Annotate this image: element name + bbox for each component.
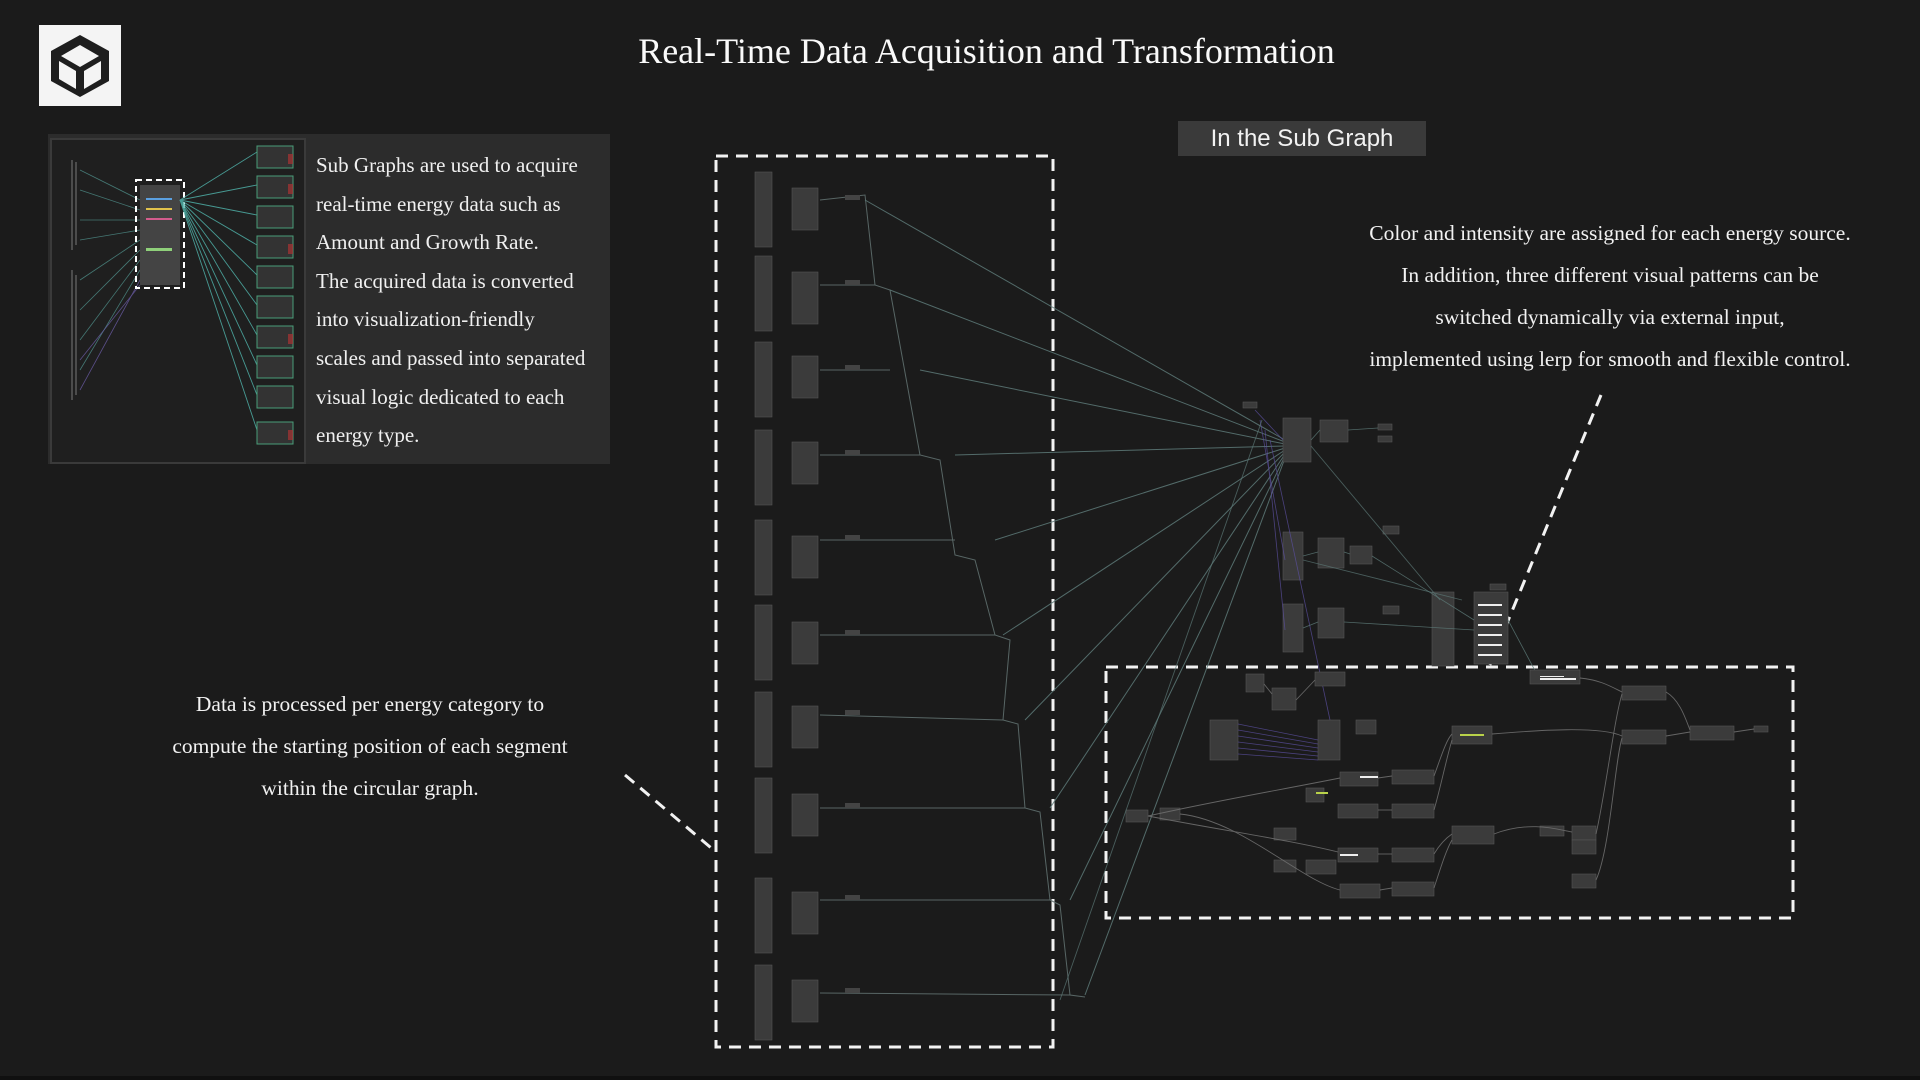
visual-pattern-highlight bbox=[1104, 665, 1795, 920]
intro-line: The acquired data is converted bbox=[316, 268, 574, 293]
category-node-rows bbox=[754, 171, 1086, 1041]
color-line: implemented using lerp for smooth and fl… bbox=[1369, 347, 1851, 371]
sub-graph-label: In the Sub Graph bbox=[1178, 121, 1426, 156]
data-text-connector bbox=[624, 773, 717, 854]
intro-line: real-time energy data such as bbox=[316, 191, 561, 216]
data-line: compute the starting position of each se… bbox=[172, 734, 568, 758]
intro-line: Amount and Growth Rate. bbox=[316, 230, 539, 255]
page-title: Real-Time Data Acquisition and Transform… bbox=[638, 31, 1335, 71]
category-processing-highlight bbox=[714, 154, 1055, 1049]
pattern-nodes bbox=[1125, 669, 1769, 899]
intro-line: into visualization-friendly bbox=[316, 307, 535, 332]
intro-line: scales and passed into separated bbox=[316, 345, 586, 370]
data-line: Data is processed per energy category to bbox=[195, 692, 545, 716]
color-line: Color and intensity are assigned for eac… bbox=[1369, 221, 1851, 245]
intro-line: visual logic dedicated to each bbox=[316, 384, 565, 409]
intro-description: Sub Graphs are used to acquire real-time… bbox=[316, 146, 606, 455]
intro-line: Sub Graphs are used to acquire bbox=[316, 153, 578, 177]
color-line: In addition, three different visual patt… bbox=[1401, 263, 1819, 287]
data-description: Data is processed per energy category to… bbox=[120, 683, 620, 809]
sub-graph-thumbnail bbox=[50, 138, 306, 464]
color-line: switched dynamically via external input, bbox=[1435, 305, 1785, 329]
unity-logo-icon bbox=[39, 25, 121, 106]
central-nodes bbox=[1242, 401, 1509, 667]
bottom-edge bbox=[0, 1076, 1920, 1080]
data-line: within the circular graph. bbox=[261, 776, 479, 800]
intro-line: energy type. bbox=[316, 423, 420, 448]
color-description: Color and intensity are assigned for eac… bbox=[1300, 212, 1920, 380]
fan-wires bbox=[864, 199, 1286, 996]
